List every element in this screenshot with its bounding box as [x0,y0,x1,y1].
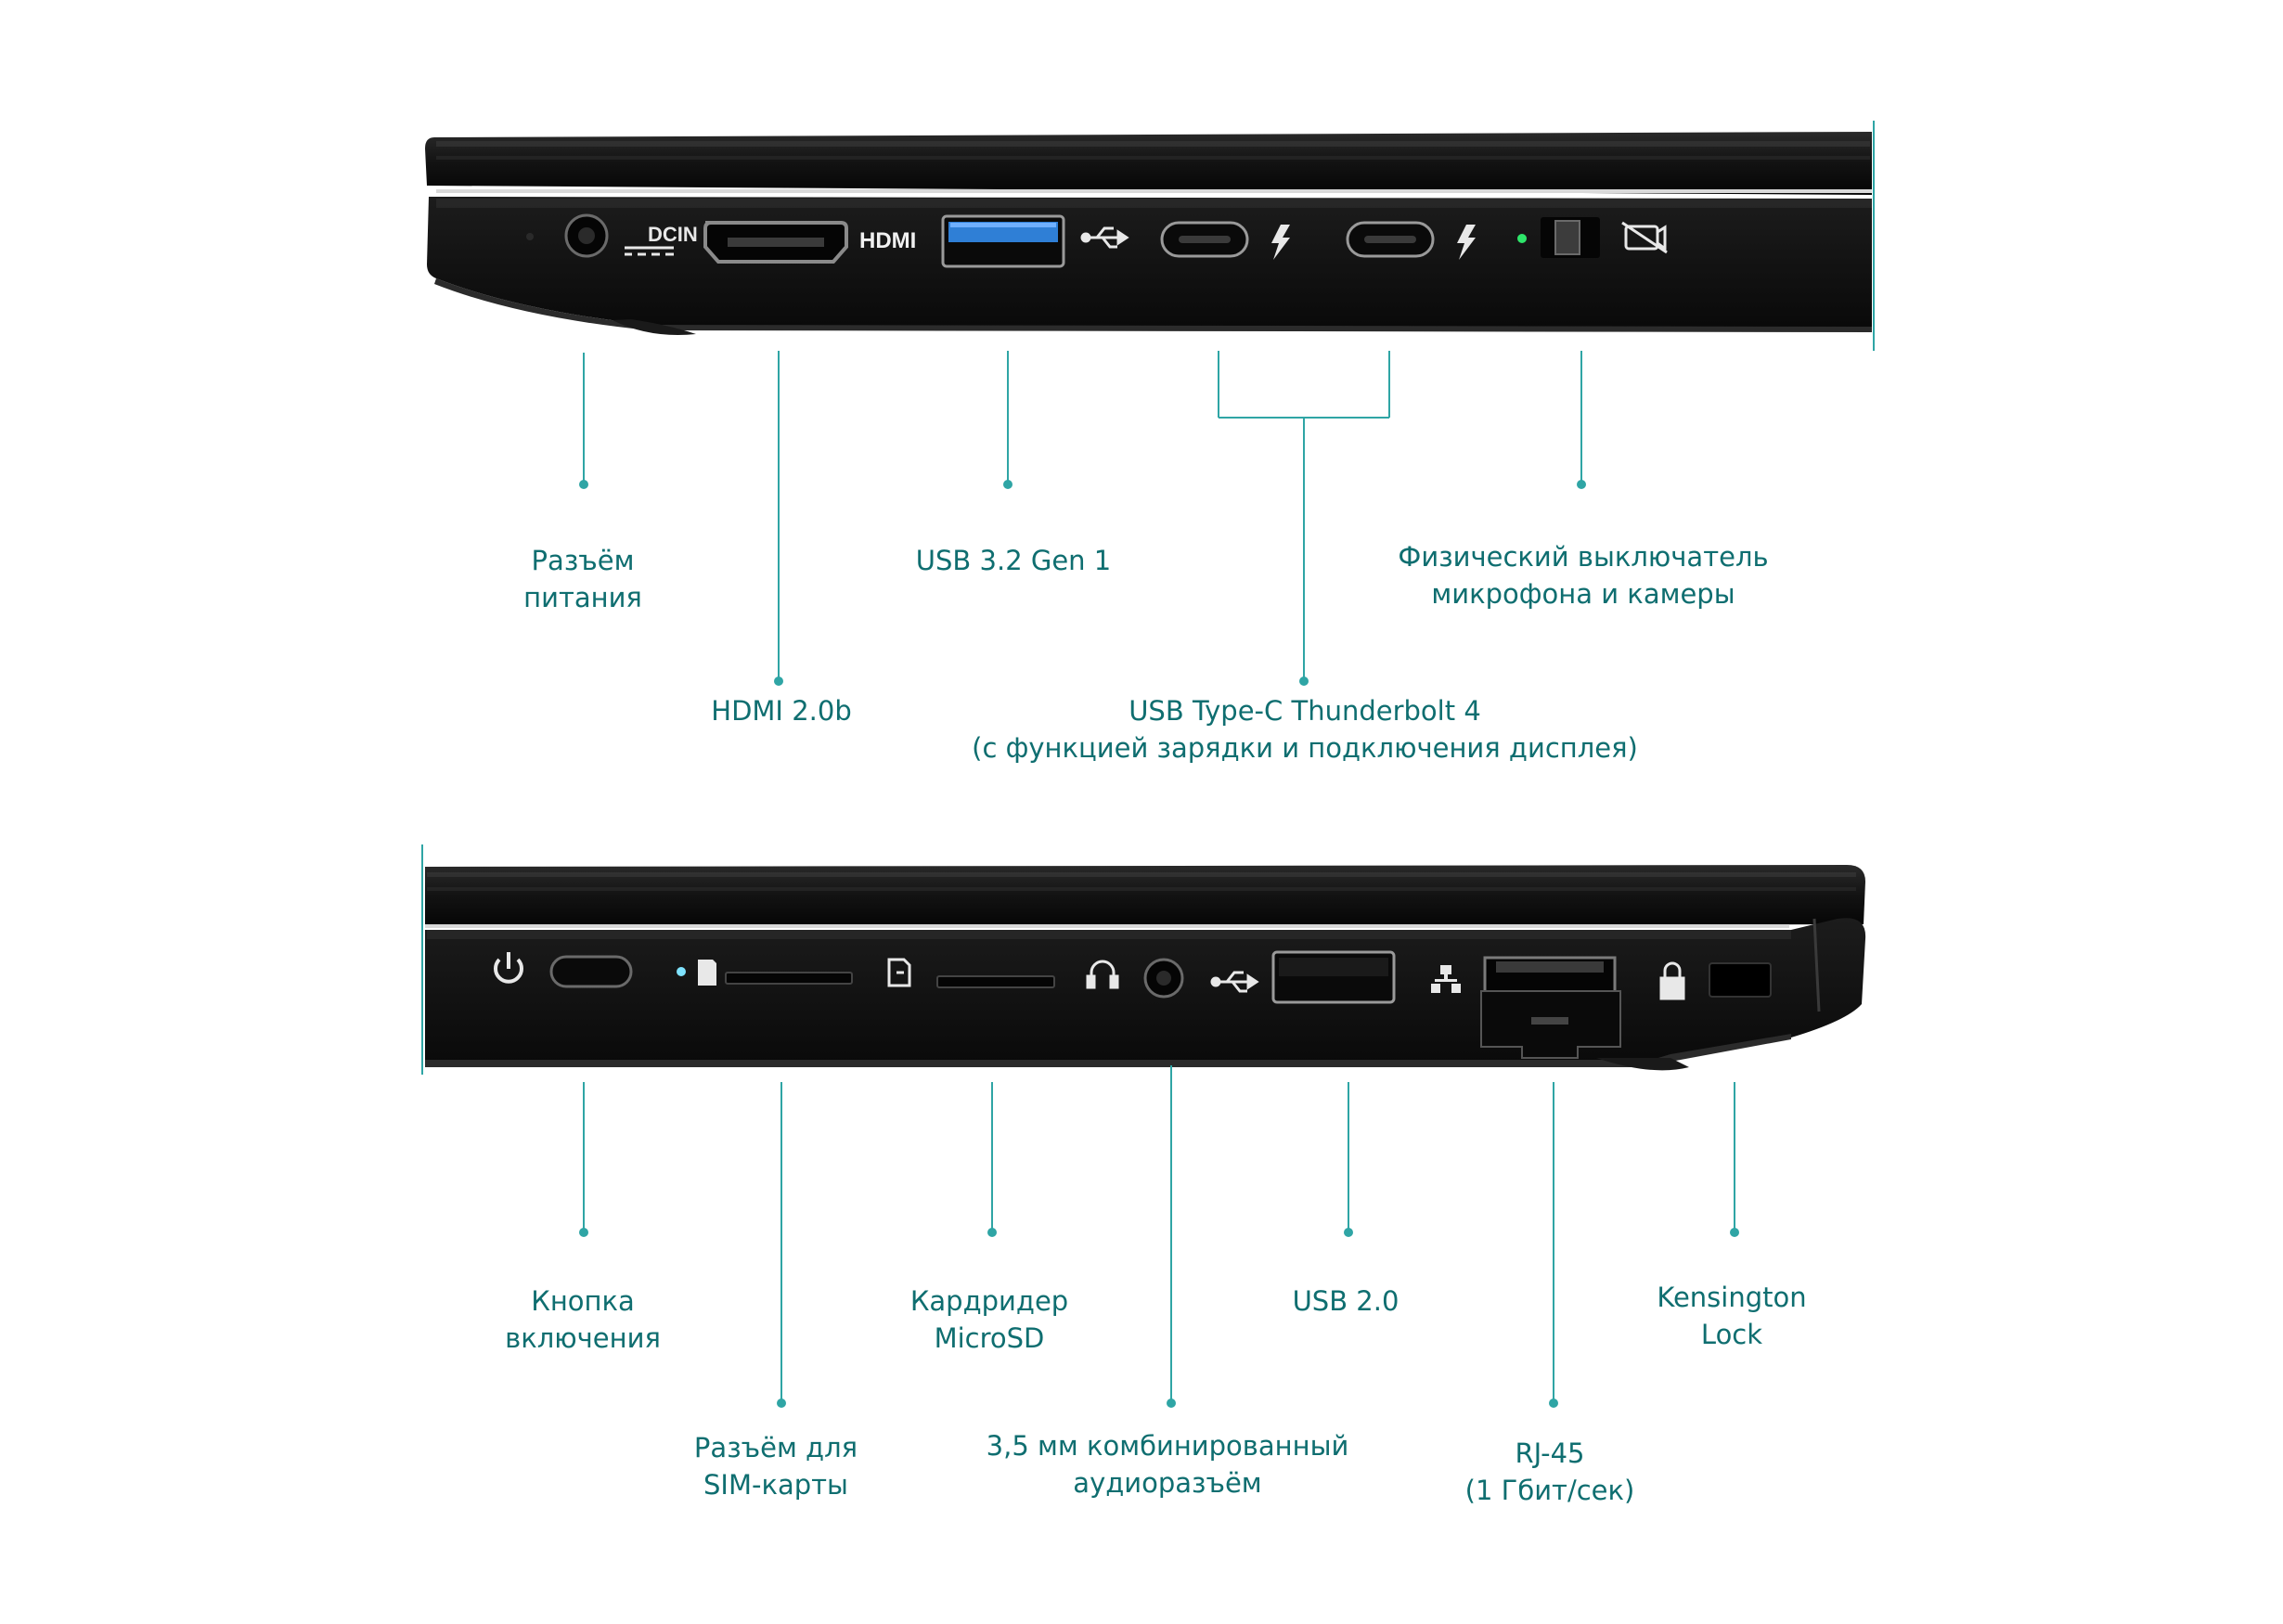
callout-hdmi: HDMI 2.0b [711,692,851,729]
callout-kensington: Kensington Lock [1657,1279,1806,1353]
sim-slot [725,972,853,985]
callout-power-button: Кнопка включения [505,1282,661,1357]
callout-rj45: RJ-45 (1 Гбит/сек) [1465,1435,1635,1509]
thunderbolt-port-1 [1160,221,1249,258]
callout-line: микрофона и камеры [1431,578,1735,610]
hdmi-port [703,221,848,264]
laptop-right-side [421,844,1866,1075]
callout-line: SIM-карты [703,1469,848,1501]
callout-line: RJ-45 [1515,1437,1585,1469]
top-callout-lines [579,351,1586,686]
hdmi-text: HDMI [859,228,916,253]
callout-power-jack: Разъём питания [523,542,642,616]
callout-sim-slot: Разъём для SIM-карты [694,1429,858,1503]
power-button [549,955,633,988]
rj45-port [1480,956,1621,1059]
callout-line: питания [523,582,642,613]
callout-line: Физический выключатель [1398,541,1769,573]
network-icon [1431,965,1461,993]
bottom-callout-lines [579,1065,1739,1408]
callout-usb32: USB 3.2 Gen 1 [916,542,1111,579]
thunderbolt-icon [1271,225,1290,260]
callout-line: MicroSD [934,1322,1045,1354]
callout-line: Кнопка [531,1285,635,1317]
callout-microsd: Кардридер MicroSD [910,1282,1068,1357]
kensington-slot [1709,962,1772,998]
status-led [677,967,686,976]
sd-card-icon [887,958,911,987]
callout-line: USB 3.2 Gen 1 [915,545,1112,576]
audio-jack [1143,958,1184,999]
callout-thunderbolt: USB Type-C Thunderbolt 4 (с функцией зар… [972,692,1638,767]
thunderbolt-port-2 [1346,221,1435,258]
callout-line: 3,5 мм комбинированный [986,1430,1349,1462]
usb-icon [1210,971,1259,993]
callout-line: Kensington [1657,1282,1807,1313]
callout-line: Lock [1700,1319,1763,1350]
callout-privacy-switch: Физический выключатель микрофона и камер… [1398,538,1768,612]
status-led [1517,234,1527,243]
callout-usb20: USB 2.0 [1293,1282,1399,1320]
callout-line: HDMI 2.0b [711,695,852,727]
callout-line: Разъём для [693,1432,858,1463]
dcin-label: DCIN [648,223,698,246]
privacy-switch [1541,217,1600,258]
lock-icon [1659,961,1685,1000]
camera-off-icon [1621,221,1668,254]
laptop-left-side: DCIN HDMI [425,121,1875,351]
callout-line: аудиоразъём [1073,1467,1262,1499]
usb32-port [941,214,1065,268]
usb20-port [1271,950,1396,1004]
microsd-slot [936,975,1055,988]
sim-icon [698,960,716,986]
usb-icon [1080,226,1129,249]
thunderbolt-icon [1457,225,1476,260]
callout-line: включения [505,1322,661,1354]
callout-line: USB 2.0 [1292,1285,1399,1317]
callout-audio-jack: 3,5 мм комбинированный аудиоразъём [987,1427,1349,1502]
callout-line: Кардридер [909,1285,1069,1317]
callout-line: (с функцией зарядки и подключения диспле… [972,732,1638,764]
headphone-icon [1086,960,1119,989]
callout-line: (1 Гбит/сек) [1464,1475,1635,1506]
callout-line: Разъём [531,545,635,576]
dc-jack [564,213,609,258]
callout-line: USB Type-C Thunderbolt 4 [1129,695,1481,727]
power-icon [494,952,523,984]
